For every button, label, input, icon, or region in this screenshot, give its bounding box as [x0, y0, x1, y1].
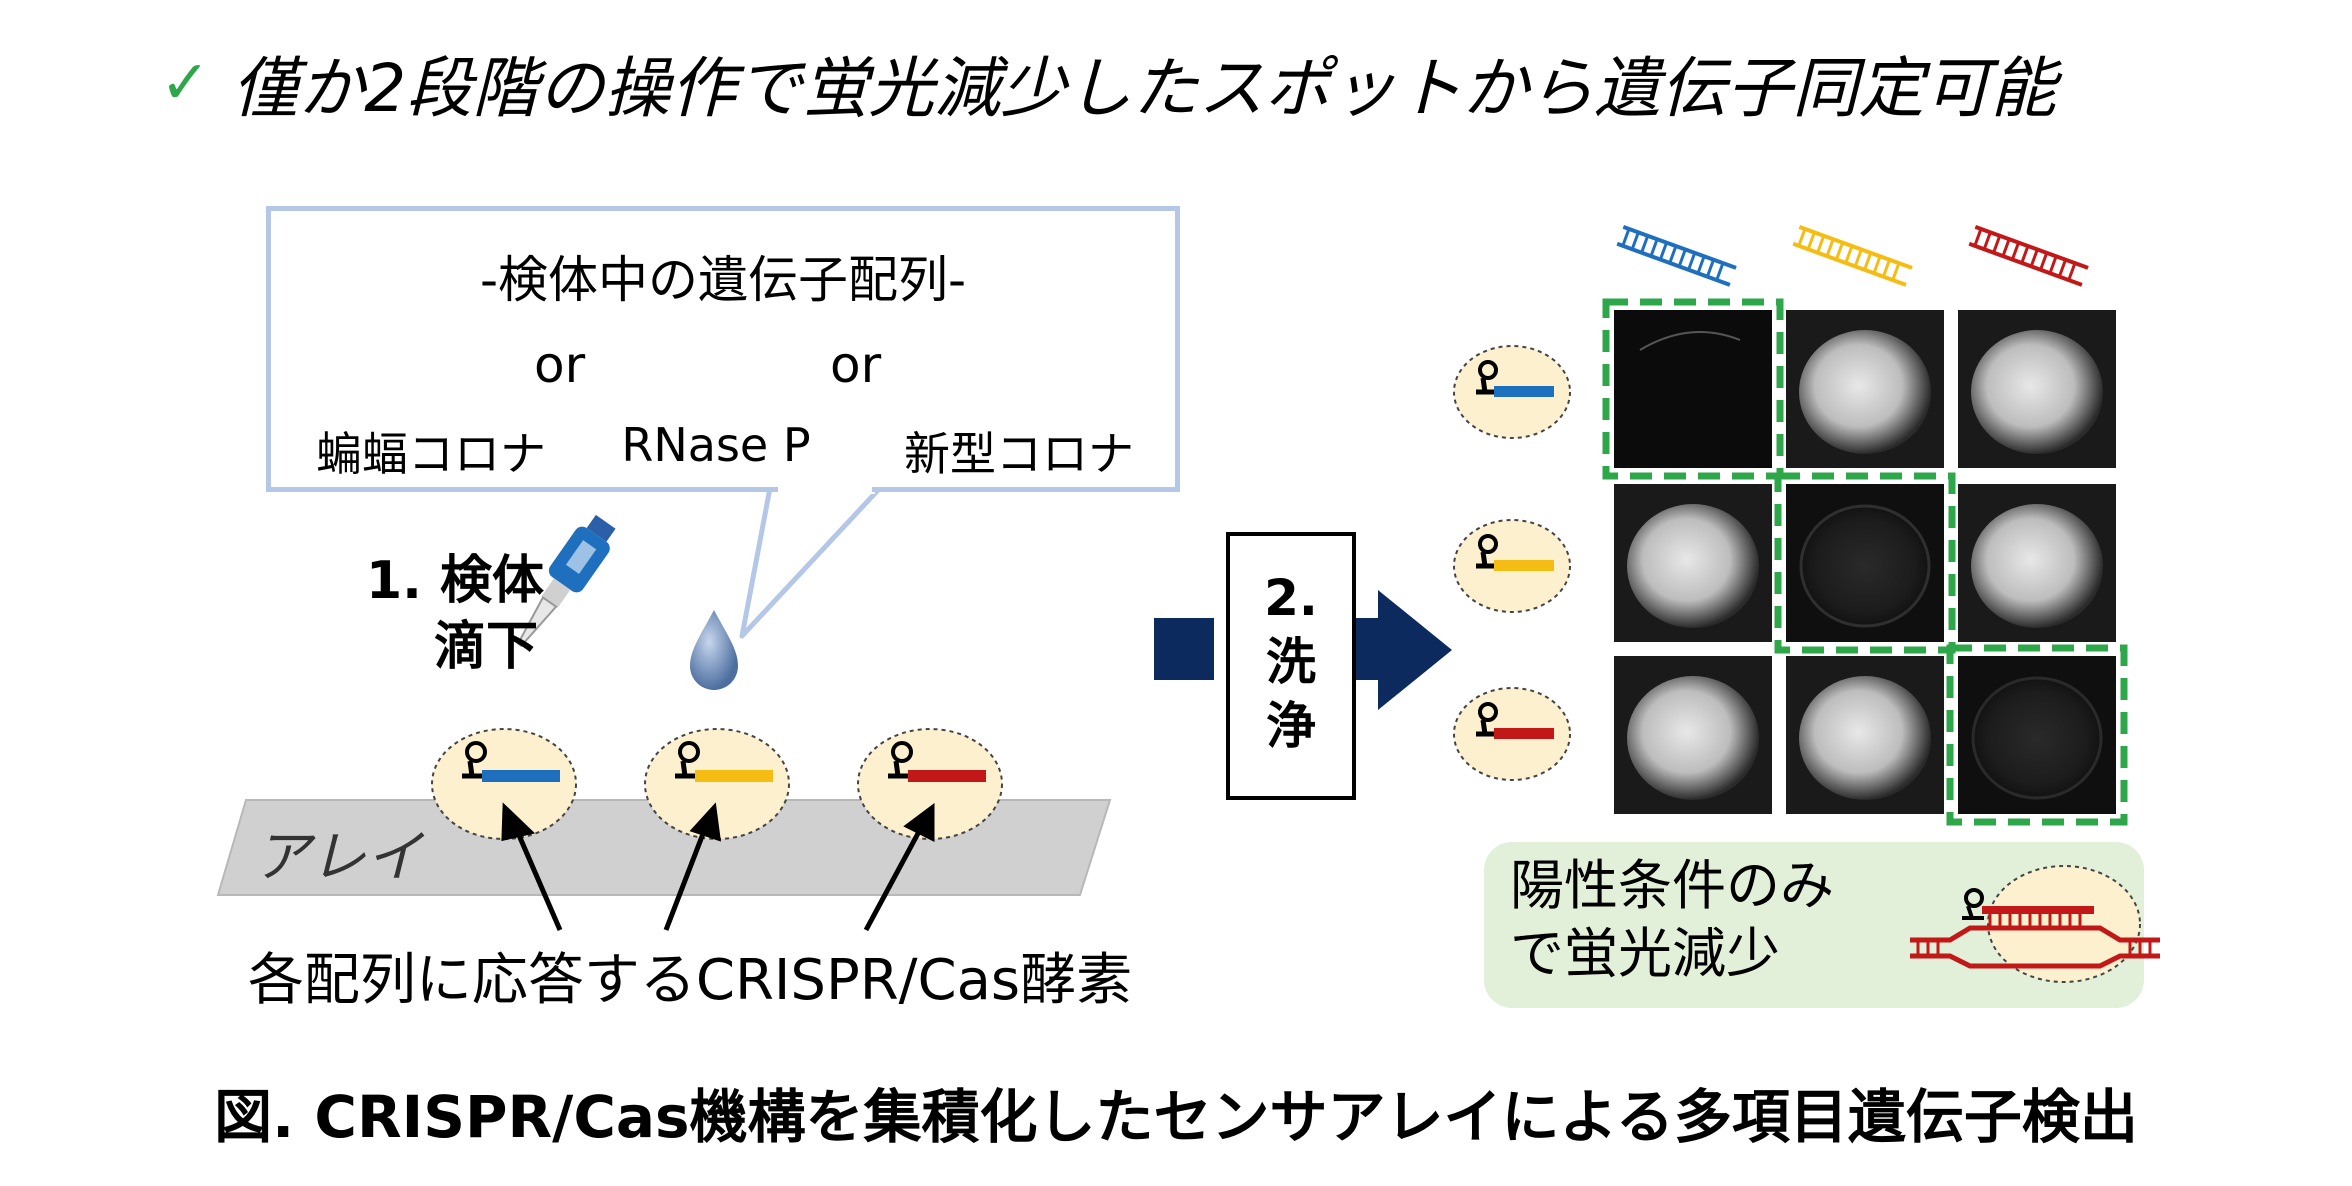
- result-text: 陽性条件のみ で蛍光減少: [1510, 852, 1834, 988]
- callout-label-bat-corona: 蝙蝠コロナ: [316, 427, 546, 481]
- callout-tail: [739, 485, 883, 639]
- micrograph-cell: [1958, 656, 2116, 814]
- dna-ladder-icon: [1792, 225, 1913, 287]
- array-spot-red: [857, 728, 1003, 840]
- result-line2: で蛍光減少: [1510, 922, 1780, 985]
- step1-label: 1. 検体 滴下: [366, 548, 544, 680]
- row-spot-blue: [1453, 345, 1571, 439]
- callout-label-rnase-p: RNase P: [621, 418, 811, 472]
- step2-line1: 2.: [1264, 569, 1318, 627]
- headline: ✓ 僅か2段階の操作で蛍光減少したスポットから遺伝子同定可能: [160, 28, 2056, 138]
- pointer-arrows: [501, 802, 935, 932]
- step2-wash-box: 2. 洗 浄: [1226, 532, 1356, 800]
- micrograph-cell: [1614, 484, 1772, 642]
- step2-line3: 浄: [1266, 697, 1316, 755]
- droplet-icon: [690, 610, 738, 690]
- crispr-probe-icon: [888, 741, 986, 782]
- row-spot-red: [1453, 687, 1571, 781]
- micrograph-cell: [1958, 310, 2116, 468]
- micrograph-cell: [1614, 656, 1772, 814]
- dna-ladder-icon: [1616, 225, 1737, 287]
- crispr-probe-icon: [675, 741, 773, 782]
- micrograph-cell: [1786, 310, 1944, 468]
- dna-ladder-icon: [1968, 225, 2089, 287]
- callout-or-2: or: [830, 336, 882, 394]
- headline-text: 僅か2段階の操作で蛍光減少したスポットから遺伝子同定可能: [232, 50, 2057, 127]
- micrograph-cell: [1958, 484, 2116, 642]
- step1-line1: 1. 検体: [366, 551, 545, 611]
- array-spot-yellow: [644, 728, 790, 840]
- process-arrow: [1154, 590, 1452, 710]
- callout-label-new-corona: 新型コロナ: [904, 427, 1134, 481]
- crispr-complex-icon: [1910, 865, 2160, 983]
- array-label: アレイ: [254, 825, 422, 890]
- micrograph-cell: [1786, 656, 1944, 814]
- figure-caption: 図. CRISPR/Cas機構を集積化したセンサアレイによる多項目遺伝子検出: [214, 1083, 2138, 1151]
- enzyme-label: 各配列に応答するCRISPR/Cas酵素: [247, 948, 1133, 1013]
- callout-or-1: or: [534, 336, 586, 394]
- sample-sequence-callout: [266, 206, 1180, 492]
- positive-highlight: [1602, 298, 2128, 826]
- check-icon: ✓: [160, 48, 211, 118]
- crispr-probe-icon: [462, 741, 560, 782]
- pipette-icon: [516, 514, 616, 648]
- row-spot-yellow: [1453, 519, 1571, 613]
- micrograph-cell: [1614, 310, 1772, 468]
- array-spot-blue: [431, 728, 577, 840]
- step1-line2: 滴下: [434, 617, 539, 677]
- step2-line2: 洗: [1266, 633, 1316, 691]
- callout-title: -検体中の遺伝子配列-: [479, 251, 967, 309]
- result-line1: 陽性条件のみ: [1510, 854, 1834, 917]
- micrograph-grid: [1614, 310, 2116, 814]
- micrograph-cell: [1786, 484, 1944, 642]
